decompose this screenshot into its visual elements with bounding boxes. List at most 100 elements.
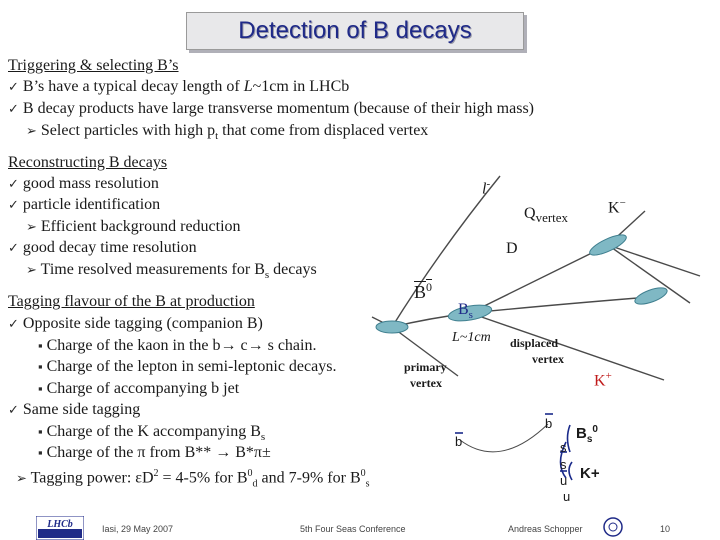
footer-page-number: 10 xyxy=(660,524,671,534)
item-text: good mass resolution xyxy=(22,175,159,192)
track-b-companion xyxy=(391,326,459,377)
u-quark-label: u xyxy=(563,489,571,504)
quark-connector xyxy=(559,441,567,479)
section-tagging-same-item-1: ▪ Charge of the K accompanying Bs xyxy=(38,422,265,447)
primary-label: primary xyxy=(404,360,447,374)
item-sup: 2 xyxy=(153,468,159,479)
d-vertex-ellipse xyxy=(589,234,627,256)
checkmark-icon: ✓ xyxy=(8,402,19,417)
primary-vertex-label: vertex xyxy=(410,376,442,390)
footer-conference: 5th Four Seas Conference xyxy=(300,524,406,534)
cern-logo-icon xyxy=(603,517,623,537)
track-d-meson xyxy=(469,244,609,314)
b-bar-left-label: b xyxy=(455,434,463,449)
track-lepton xyxy=(391,175,501,328)
d-meson-label: D xyxy=(506,240,518,257)
item-text: Time resolved measurements for B xyxy=(40,261,265,278)
item-text: Charge of the kaon in the b→ c→ s chain. xyxy=(46,337,317,354)
label-sup: − xyxy=(619,197,626,209)
k-plus-quark-label: K+ xyxy=(580,465,600,482)
lepton-label: l- xyxy=(482,178,490,198)
track-k-plus xyxy=(469,312,665,381)
item-text: decays xyxy=(269,261,317,278)
section-tagging-same: ✓ Same side tagging xyxy=(8,400,140,420)
decay-length-label: L~1cm xyxy=(452,330,491,345)
label-sup: - xyxy=(486,178,491,190)
item-text: Select particles with high p xyxy=(40,122,216,139)
arrow-bullet-icon: ➢ xyxy=(26,123,37,138)
bs0-label: Bs0 xyxy=(576,424,598,445)
section-tagging-header: Tagging flavour of the B at production xyxy=(8,293,255,310)
item-sub: s xyxy=(260,431,266,444)
k-minus-label: K− xyxy=(608,197,626,217)
item-sub: s xyxy=(264,269,270,282)
item-text: = 4-5% for B xyxy=(158,469,248,487)
label-sub: s xyxy=(468,309,473,322)
item-sub: t xyxy=(215,130,219,143)
label-text: B xyxy=(414,282,427,302)
section-tagging-opp-item-1: ▪ Charge of the kaon in the b→ c→ s chai… xyxy=(38,336,316,356)
item-text: Charge of the K accompanying B xyxy=(46,423,261,440)
label-text: B xyxy=(576,425,587,442)
item-text: and 7-9% for B xyxy=(257,469,361,487)
section-reconstruct-header: Reconstructing B decays xyxy=(8,154,168,171)
arrow-bullet-icon: ➢ xyxy=(16,470,27,486)
label-text: Q xyxy=(524,205,536,222)
slide-title: Detection of B decays xyxy=(238,17,472,44)
label-sup: 0 xyxy=(426,280,433,294)
item-sup: 0 xyxy=(247,468,253,479)
track-d-b xyxy=(607,244,691,304)
section-reconstruct-item-3: ✓ good decay time resolution xyxy=(8,238,197,258)
s-quark-bottom-label: s xyxy=(560,457,567,472)
label-sup: + xyxy=(605,370,612,382)
b-bar-right-label: b xyxy=(545,416,553,431)
arrow-bullet-icon: ➢ xyxy=(26,262,37,277)
label-text: B xyxy=(458,301,469,318)
footer-date: Iasi, 29 May 2007 xyxy=(102,524,174,534)
b0-bar-label: B0 xyxy=(414,280,432,303)
item-sub: d xyxy=(252,478,258,490)
quark-brace-bs xyxy=(566,424,571,453)
item-text: good decay time resolution xyxy=(22,239,197,256)
item-text: Opposite side tagging (companion B) xyxy=(22,315,263,332)
s-quark-top-label: s xyxy=(560,440,567,455)
slide-title-box: Detection of B decays xyxy=(186,12,524,50)
section-tagging-opp-item-2: ▪ Charge of the lepton in semi-leptonic … xyxy=(38,357,336,377)
item-text: Same side tagging xyxy=(22,401,141,418)
displaced-label: displaced xyxy=(510,336,559,350)
section-tagging-opposite: ✓ Opposite side tagging (companion B) xyxy=(8,314,263,334)
lhcb-logo: LHCb xyxy=(36,516,84,540)
item-text: Efficient background reduction xyxy=(40,218,241,235)
item-text: Charge of the π from B** → B*π± xyxy=(46,444,271,461)
q-vertex-label: Qvertex xyxy=(524,205,568,226)
checkmark-icon: ✓ xyxy=(8,240,19,255)
label-sub: s xyxy=(586,434,593,445)
item-text: B’s have a typical decay length of xyxy=(22,78,244,95)
label-text: K xyxy=(594,372,606,390)
square-bullet-icon: ▪ xyxy=(38,445,43,460)
bs-label: Bs xyxy=(458,301,473,321)
k-vertex-ellipse xyxy=(634,287,668,305)
primary-vertex-ellipse xyxy=(375,320,409,334)
footer-author: Andreas Schopper xyxy=(508,524,583,534)
item-sup: 0 xyxy=(360,468,366,479)
checkmark-icon: ✓ xyxy=(8,79,19,94)
section-trigger-header: Triggering & selecting B’s xyxy=(8,57,179,74)
b-pair-connector xyxy=(459,423,549,453)
item-text: that come from displaced vertex xyxy=(218,122,429,139)
quark-brace-k xyxy=(568,461,573,481)
square-bullet-icon: ▪ xyxy=(38,381,43,396)
label-sup: 0 xyxy=(592,424,598,435)
checkmark-icon: ✓ xyxy=(8,316,19,331)
k-plus-label: K+ xyxy=(594,370,612,390)
square-bullet-icon: ▪ xyxy=(38,359,43,374)
checkmark-icon: ✓ xyxy=(8,197,19,212)
checkmark-icon: ✓ xyxy=(8,176,19,191)
tagging-power-line: ➢ Tagging power: εD2 = 4-5% for B0d and … xyxy=(16,464,370,495)
item-text: particle identification xyxy=(22,196,161,213)
section-trigger-item-2: ✓ B decay products have large transverse… xyxy=(8,99,534,119)
item-text: Charge of accompanying b jet xyxy=(46,380,240,397)
square-bullet-icon: ▪ xyxy=(38,424,43,439)
square-bullet-icon: ▪ xyxy=(38,338,43,353)
item-text: B decay products have large transverse m… xyxy=(22,100,534,117)
